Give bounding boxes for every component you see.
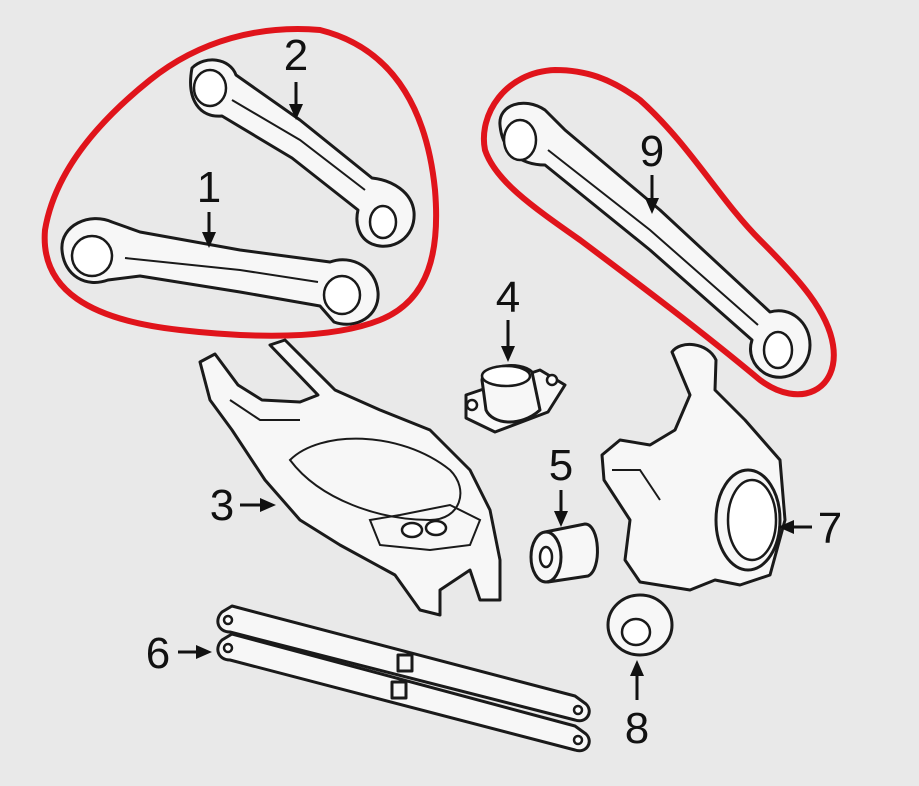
callout-label-5: 5 — [549, 441, 573, 490]
part-9-arm — [498, 101, 812, 379]
part-2-upper-arm — [189, 58, 416, 248]
callout-label-4: 4 — [496, 273, 520, 322]
highlight-ring-left — [41, 26, 440, 339]
part-8-bushing — [606, 593, 674, 657]
callout-label-1: 1 — [197, 163, 221, 212]
part-6-links — [216, 604, 591, 753]
callout-label-3: 3 — [210, 481, 234, 530]
callout-label-8: 8 — [625, 704, 649, 753]
part-3-lower-arm-assembly — [198, 338, 502, 617]
part-1-lower-arm — [60, 217, 380, 326]
part-5-bushing — [529, 522, 599, 584]
callout-label-7: 7 — [818, 504, 842, 553]
callout-label-2: 2 — [284, 31, 308, 80]
part-7-knuckle — [600, 343, 787, 592]
callout-label-6: 6 — [146, 629, 170, 678]
callout-arrows — [178, 82, 812, 700]
highlight-ring-right — [480, 66, 837, 398]
callout-label-9: 9 — [640, 127, 664, 176]
part-4-mount — [464, 364, 567, 434]
